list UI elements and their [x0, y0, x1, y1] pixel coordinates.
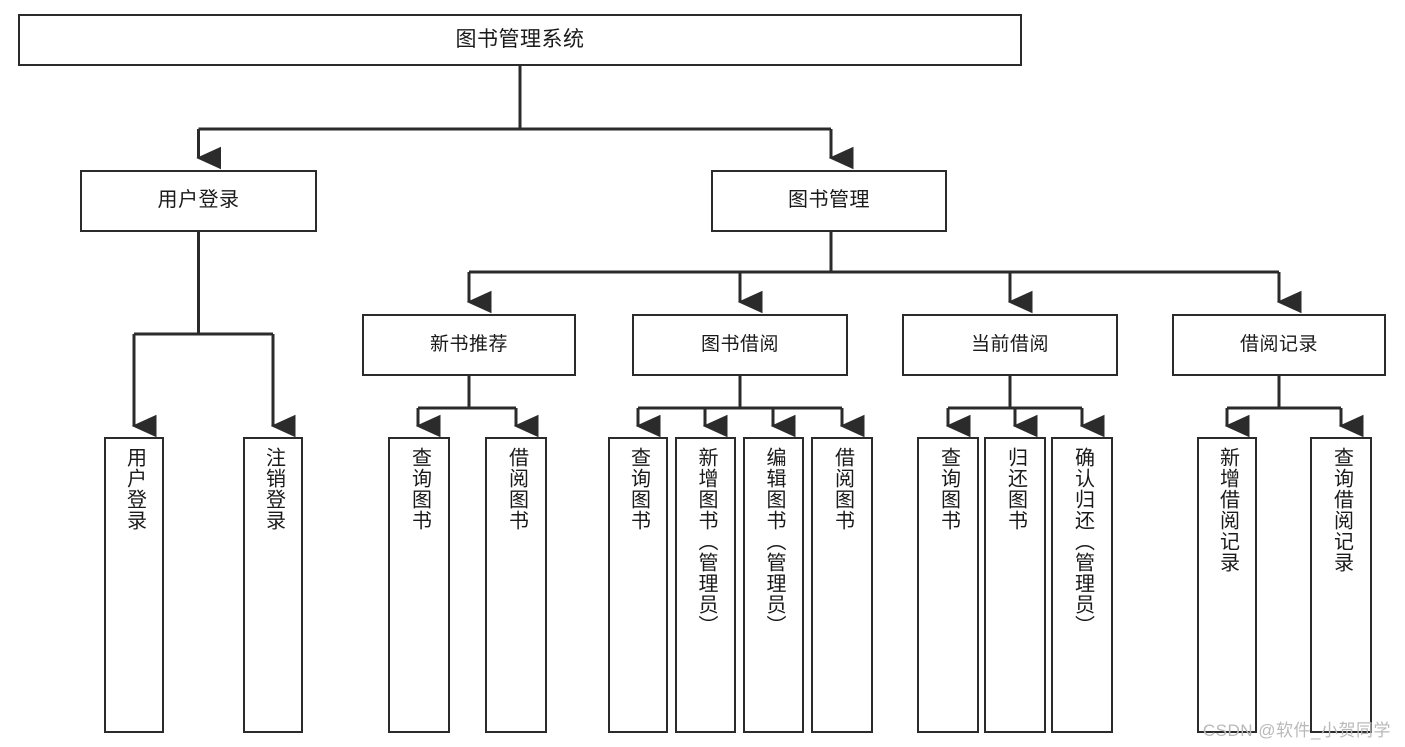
node-current-borrow-label: 当前借阅: [970, 333, 1049, 355]
leaf-borrow-book-recommend[interactable]: 借阅图书: [485, 437, 547, 733]
node-user-login-label: 用户登录: [157, 189, 240, 212]
node-new-book-recommend[interactable]: 新书推荐: [362, 314, 576, 376]
leaf-return-book[interactable]: 归还图书: [984, 437, 1046, 733]
node-current-borrow[interactable]: 当前借阅: [902, 314, 1118, 376]
leaf-borrow-book-recommend-label: 借阅图书: [505, 447, 528, 531]
leaf-add-book-admin-label: 新增图书（管理员）: [695, 447, 717, 636]
leaf-add-borrow-record-label: 新增借阅记录: [1216, 447, 1239, 573]
leaf-logout[interactable]: 注销登录: [243, 437, 303, 733]
node-root[interactable]: 图书管理系统: [18, 14, 1022, 66]
leaf-query-book-borrow-label: 查询图书: [627, 447, 650, 531]
node-book-borrow-label: 图书借阅: [700, 333, 779, 355]
leaf-add-book-admin[interactable]: 新增图书（管理员）: [675, 437, 736, 733]
node-book-management[interactable]: 图书管理: [711, 170, 947, 232]
leaf-return-book-label: 归还图书: [1004, 447, 1027, 531]
leaf-edit-book-admin[interactable]: 编辑图书（管理员）: [743, 437, 804, 733]
node-book-management-label: 图书管理: [788, 189, 870, 212]
leaf-borrow-book[interactable]: 借阅图书: [811, 437, 873, 733]
node-root-label: 图书管理系统: [455, 27, 585, 51]
leaf-logout-label: 注销登录: [262, 447, 285, 531]
leaf-query-book-current[interactable]: 查询图书: [917, 437, 979, 733]
leaf-query-borrow-record[interactable]: 查询借阅记录: [1310, 437, 1372, 733]
leaf-add-borrow-record[interactable]: 新增借阅记录: [1197, 437, 1257, 733]
leaf-user-login[interactable]: 用户登录: [104, 437, 164, 733]
node-borrow-records[interactable]: 借阅记录: [1172, 314, 1386, 376]
leaf-query-borrow-record-label: 查询借阅记录: [1330, 447, 1353, 573]
leaf-query-book-recommend[interactable]: 查询图书: [388, 437, 450, 733]
leaf-query-book-borrow[interactable]: 查询图书: [608, 437, 668, 733]
node-new-book-recommend-label: 新书推荐: [429, 333, 508, 355]
leaf-edit-book-admin-label: 编辑图书（管理员）: [763, 447, 785, 636]
node-book-borrow[interactable]: 图书借阅: [632, 314, 848, 376]
node-user-login[interactable]: 用户登录: [80, 170, 317, 232]
leaf-user-login-label: 用户登录: [123, 447, 146, 531]
leaf-borrow-book-label: 借阅图书: [831, 447, 854, 531]
leaf-confirm-return-admin-label: 确认归还（管理员）: [1071, 447, 1094, 636]
leaf-query-book-current-label: 查询图书: [937, 447, 960, 531]
leaf-confirm-return-admin[interactable]: 确认归还（管理员）: [1051, 437, 1113, 733]
leaf-query-book-recommend-label: 查询图书: [408, 447, 431, 531]
node-borrow-records-label: 借阅记录: [1239, 333, 1318, 355]
csdn-watermark: CSDN @软件_小贺同学: [1202, 721, 1391, 740]
